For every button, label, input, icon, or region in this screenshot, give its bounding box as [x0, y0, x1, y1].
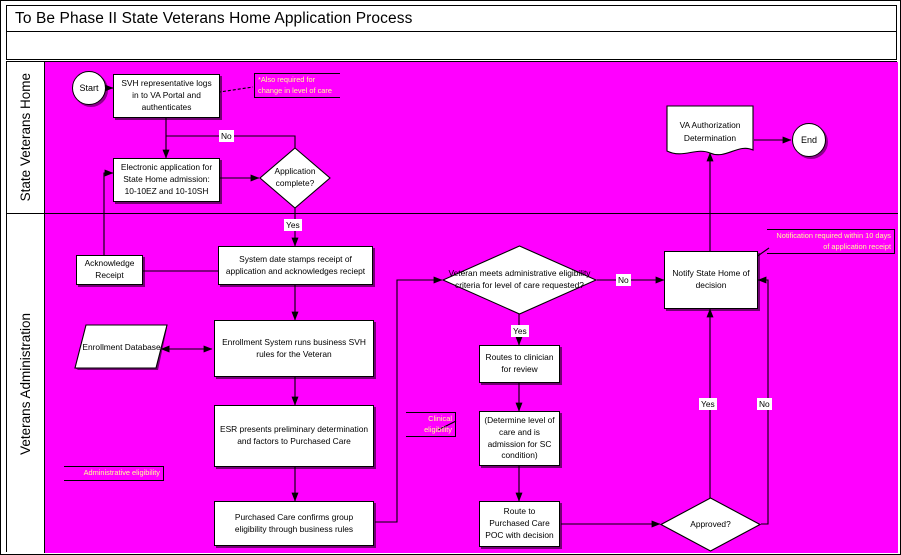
- node-label: Enrollment System runs business SVH rule…: [222, 336, 366, 359]
- callout-text: *Also required for change in level of ca…: [258, 75, 332, 95]
- node-label: ESR presents preliminary determination a…: [219, 424, 369, 446]
- node-label: Application complete?: [274, 166, 316, 188]
- callout-level-of-care: *Also required for change in level of ca…: [254, 73, 340, 99]
- swimlane-label: Veterans Administration: [18, 312, 33, 455]
- node-administrative-eligibility-decision[interactable]: Veteran meets administrative eligibility…: [442, 245, 597, 315]
- edge-label-yes-approved: Yes: [699, 398, 717, 411]
- edge-label-yes-application-complete: Yes: [284, 219, 302, 232]
- edge-label-yes-administrative-eligibility: Yes: [511, 325, 529, 338]
- page-title: To Be Phase II State Veterans Home Appli…: [15, 9, 413, 27]
- node-label: Routes to clinician for review: [485, 352, 554, 374]
- node-label: Approved?: [690, 518, 731, 529]
- node-label: (Determine level of care and is admissio…: [484, 414, 555, 461]
- diagram-title-bar: To Be Phase II State Veterans Home Appli…: [6, 5, 897, 32]
- node-approved-decision[interactable]: Approved?: [660, 497, 761, 552]
- node-system-date-stamps[interactable]: System date stamps receipt of applicatio…: [218, 246, 373, 285]
- diamond-shape: [660, 497, 761, 552]
- node-label: End: [800, 134, 817, 145]
- edge-label-no-administrative-eligibility: No: [616, 274, 631, 287]
- node-electronic-application[interactable]: Electronic application for State Home ad…: [113, 158, 220, 202]
- node-end[interactable]: End: [792, 123, 826, 157]
- node-label: Route to Purchased Care POC with decisio…: [485, 506, 554, 540]
- node-label: VA Authorization Determination: [679, 120, 741, 143]
- node-esr-preliminary-determination[interactable]: ESR presents preliminary determination a…: [214, 405, 374, 467]
- node-determine-level-of-care[interactable]: (Determine level of care and is admissio…: [479, 411, 560, 466]
- node-label: System date stamps receipt of applicatio…: [225, 253, 366, 276]
- node-start[interactable]: Start: [72, 71, 106, 105]
- node-enrollment-rules[interactable]: Enrollment System runs business SVH rule…: [214, 320, 374, 377]
- node-label: SVH representative logs in to VA Portal …: [121, 78, 212, 112]
- node-application-complete-decision[interactable]: Application complete?: [259, 147, 331, 209]
- callout-text: Administrative eligibility: [83, 468, 160, 477]
- callout-clinical-eligibility: Clinical eligibility: [406, 412, 456, 438]
- callout-text: Notification required within 10 days of …: [776, 231, 891, 251]
- node-route-to-purchased-care-poc[interactable]: Route to Purchased Care POC with decisio…: [479, 501, 560, 547]
- swimlane-label: State Veterans Home: [18, 73, 33, 202]
- node-label: Purchased Care confirms group eligibilit…: [234, 511, 354, 534]
- edge-label-no-application-complete: No: [219, 130, 234, 143]
- diagram-subtitle-band: [6, 32, 897, 60]
- node-label: Enrollment Database: [82, 341, 161, 352]
- node-enrollment-database[interactable]: Enrollment Database: [74, 323, 169, 371]
- node-acknowledge-receipt[interactable]: Acknowledge Receipt: [76, 255, 143, 285]
- diamond-shape: [442, 245, 597, 315]
- diamond-shape: [259, 147, 331, 209]
- swimlane-header-state-veterans-home: State Veterans Home: [7, 62, 45, 213]
- callout-text: Clinical eligibility: [424, 414, 452, 434]
- document-shape: [666, 105, 754, 156]
- node-label: Electronic application for State Home ad…: [120, 162, 213, 196]
- edge-label-no-approved: No: [757, 398, 772, 411]
- node-notify-state-home[interactable]: Notify State Home of decision: [664, 251, 758, 309]
- node-label: Veteran meets administrative eligibility…: [448, 268, 591, 290]
- node-svh-login[interactable]: SVH representative logs in to VA Portal …: [113, 74, 220, 118]
- callout-administrative-eligibility: Administrative eligibility: [64, 466, 164, 481]
- node-label: Acknowledge Receipt: [84, 258, 135, 280]
- node-va-authorization-determination[interactable]: VA Authorization Determination: [666, 105, 754, 157]
- parallelogram-shape: [74, 324, 168, 370]
- node-purchased-care-confirms[interactable]: Purchased Care confirms group eligibilit…: [214, 501, 374, 546]
- node-label: Start: [79, 82, 99, 93]
- node-routes-to-clinician[interactable]: Routes to clinician for review: [479, 345, 560, 383]
- swimlane-header-veterans-administration: Veterans Administration: [7, 214, 45, 553]
- callout-notification-required: Notification required within 10 days of …: [767, 229, 895, 255]
- node-label: Notify State Home of decision: [672, 268, 750, 290]
